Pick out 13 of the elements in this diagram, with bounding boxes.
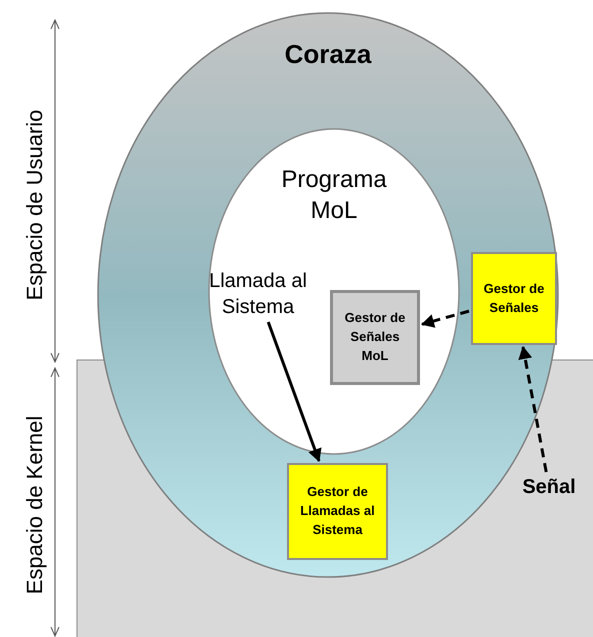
node-title: Programa MoL <box>280 165 388 226</box>
arrow <box>266 321 322 462</box>
node-text: Llamada al Sistema <box>208 268 308 320</box>
handler-box: Gestor de Llamadas al Sistema <box>287 463 388 560</box>
handler-box: Gestor de Señales <box>471 252 557 345</box>
handler-box: Gestor de Señales MoL <box>330 290 420 385</box>
node-title: Coraza <box>284 38 372 71</box>
axis-label: Espacio de Usuario <box>21 108 48 302</box>
arrow <box>518 346 548 472</box>
axis-label: Espacio de Kernel <box>21 414 48 596</box>
program-ellipse <box>208 128 460 455</box>
node-text: Señal <box>512 474 586 500</box>
arrow <box>421 310 470 328</box>
